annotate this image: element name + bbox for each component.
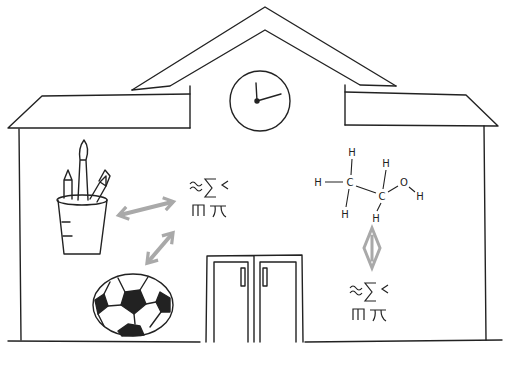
atom-label: H (348, 147, 356, 158)
double-arrow (148, 234, 172, 262)
formula-scribble (190, 179, 228, 217)
atom-label: C (347, 177, 354, 188)
cup-lines (62, 222, 72, 236)
tower-walls (190, 85, 345, 128)
pencil-cup (58, 200, 107, 254)
clock-face (230, 71, 290, 131)
left-wall (19, 129, 21, 340)
diamond-arrow (364, 228, 380, 268)
formula-scribble (350, 283, 388, 321)
outer-gable (132, 7, 396, 90)
door-panels (214, 262, 296, 342)
atom-label: H (341, 209, 349, 220)
pencil (64, 170, 72, 199)
atom-label: C (379, 191, 386, 202)
right-roof (345, 92, 498, 126)
atom-label: H (372, 213, 380, 224)
door-handle (241, 268, 245, 286)
atom-label: H (314, 177, 322, 188)
atom-label: H (382, 158, 390, 169)
clock-pin (255, 99, 259, 103)
atom-label: O (400, 177, 408, 188)
ball-seams (98, 277, 161, 327)
inner-gable (132, 30, 396, 90)
soccer-ball (93, 274, 173, 336)
chemical-bonds (325, 159, 415, 211)
door-handle (263, 268, 267, 286)
clock-hands (256, 83, 281, 101)
atom-label: H (416, 191, 424, 202)
right-wall (484, 126, 486, 340)
ball-patch (118, 324, 144, 336)
door (206, 255, 303, 342)
ball-patch (121, 290, 146, 314)
ground-line (8, 340, 502, 342)
ball-patch (95, 294, 108, 314)
pencil-clip (99, 170, 110, 186)
ball-patch (156, 292, 170, 312)
double-arrow (120, 202, 172, 215)
left-roof (8, 94, 190, 128)
pencil (90, 176, 106, 202)
paintbrush (78, 140, 88, 200)
